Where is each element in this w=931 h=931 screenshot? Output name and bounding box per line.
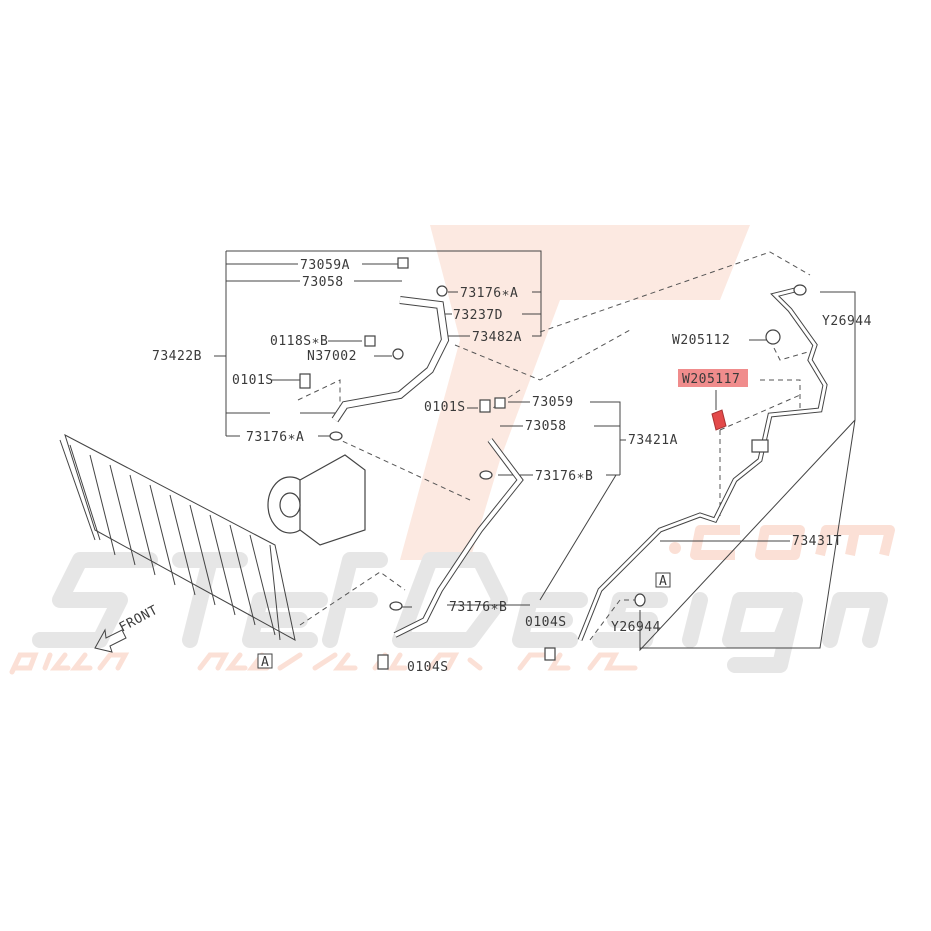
part-73059a[interactable]: 73059A	[300, 258, 350, 273]
part-y26944-top[interactable]: Y26944	[822, 314, 872, 329]
ref-box-left	[257, 653, 273, 669]
radiator	[59, 433, 296, 641]
logo-shape	[400, 225, 750, 560]
o-ring-icon	[793, 284, 807, 296]
o-ring-icon	[634, 593, 646, 607]
o-ring-icon	[329, 431, 343, 441]
part-73058-top[interactable]: 73058	[302, 275, 344, 290]
grommet-icon	[765, 329, 781, 345]
part-73176b-low[interactable]: 73176∗B	[449, 600, 507, 615]
part-73237d[interactable]: 73237D	[453, 308, 503, 323]
part-0118sb[interactable]: 0118S∗B	[270, 334, 328, 349]
o-ring-icon	[479, 470, 493, 480]
nut-icon	[392, 348, 404, 360]
highlight-w205117	[678, 369, 748, 387]
bolt-icon	[377, 654, 389, 670]
bolt-icon	[364, 335, 376, 347]
part-w205117-highlighted[interactable]: W205117	[682, 372, 740, 387]
o-ring-icon	[436, 285, 448, 297]
pressure-switch-icon	[751, 439, 769, 453]
bolt-icon	[299, 373, 311, 389]
part-73482a[interactable]: 73482A	[472, 330, 522, 345]
part-n37002[interactable]: N37002	[307, 349, 357, 364]
part-73059[interactable]: 73059	[532, 395, 574, 410]
leader-lines	[214, 250, 856, 652]
front-arrow-icon	[94, 628, 127, 653]
pipes	[331, 287, 828, 641]
compressor	[267, 454, 366, 546]
o-ring-icon	[389, 601, 403, 611]
ref-box-right	[655, 572, 671, 588]
bolt-icon	[544, 647, 556, 661]
valve-cap-icon	[494, 397, 506, 409]
part-73422b[interactable]: 73422B	[152, 349, 202, 364]
part-0101s-left[interactable]: 0101S	[232, 373, 274, 388]
part-0104s-right[interactable]: 0104S	[525, 615, 567, 630]
valve-cap-icon	[397, 257, 409, 269]
part-73176a-top[interactable]: 73176∗A	[460, 286, 518, 301]
part-73176a-bottom[interactable]: 73176∗A	[246, 430, 304, 445]
watermark-tagline-graphic	[9, 652, 638, 675]
part-73421a[interactable]: 73421A	[628, 433, 678, 448]
clamp-highlighted-icon	[711, 409, 727, 431]
ref-label-a-right: A	[659, 574, 667, 589]
part-73058-mid[interactable]: 73058	[525, 419, 567, 434]
part-w205112[interactable]: W205112	[672, 333, 730, 348]
part-73176b-mid[interactable]: 73176∗B	[535, 469, 593, 484]
part-labels: 73059A 73058 73176∗A 73237D 73482A 0118S…	[152, 258, 872, 675]
small-parts	[299, 257, 807, 670]
bolt-icon	[479, 399, 491, 413]
part-0101s-mid[interactable]: 0101S	[424, 400, 466, 415]
watermark-domain-graphic	[669, 525, 895, 560]
part-y26944-bottom[interactable]: Y26944	[611, 620, 661, 635]
ref-label-a-left: A	[261, 655, 269, 670]
part-73431t[interactable]: 73431T	[792, 534, 842, 549]
part-0104s-left[interactable]: 0104S	[407, 660, 449, 675]
